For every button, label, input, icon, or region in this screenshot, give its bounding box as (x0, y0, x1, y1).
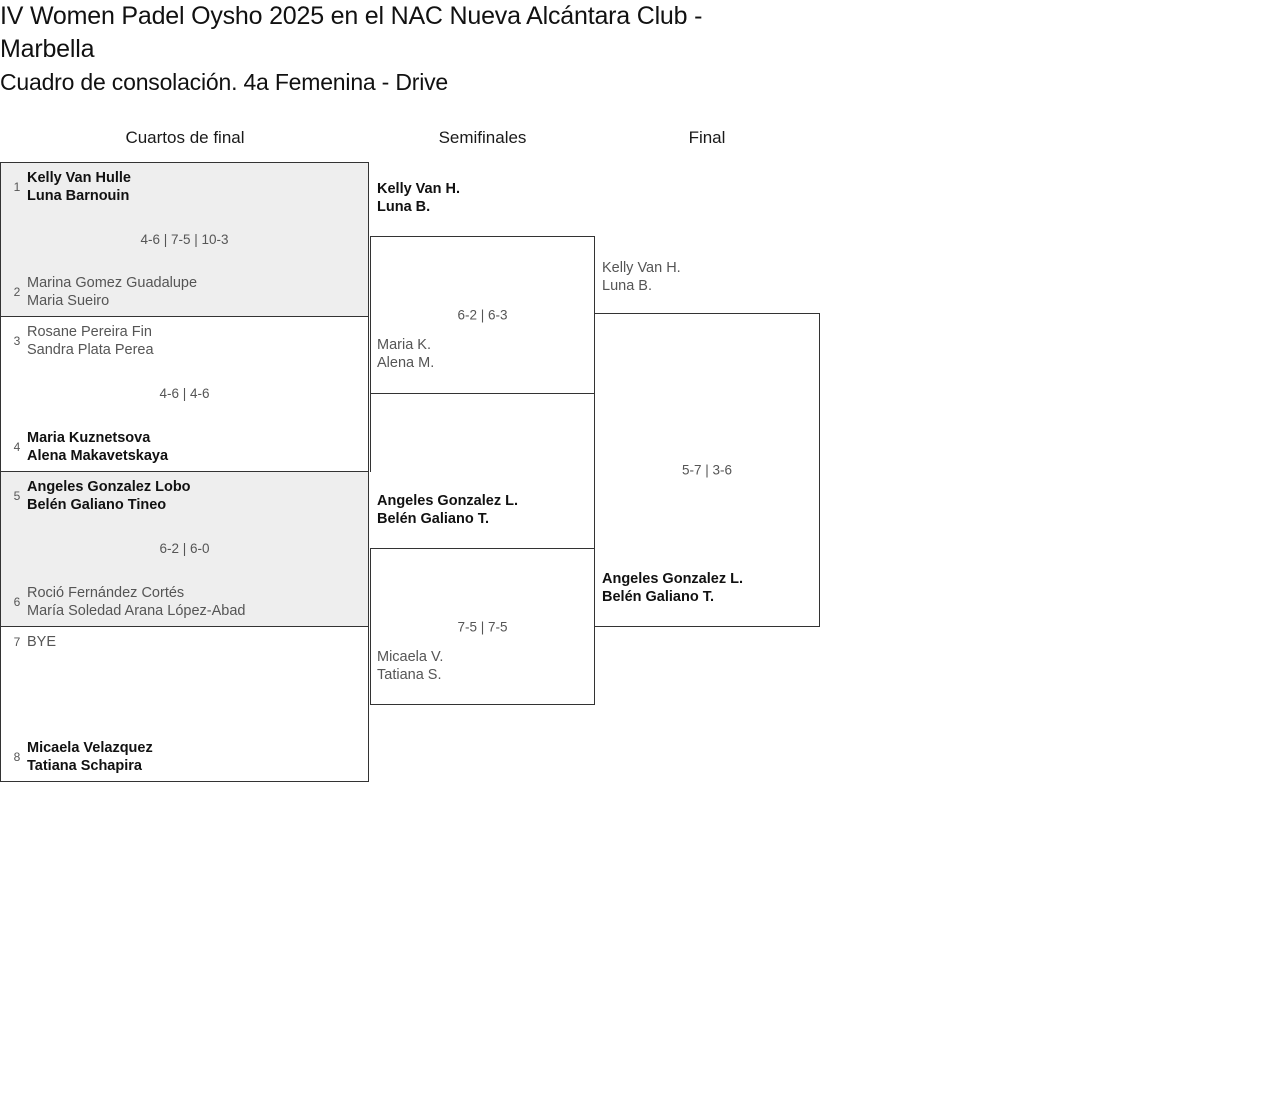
semifinal-2-team-top[interactable]: Angeles Gonzalez L. Belén Galiano T. (377, 492, 592, 528)
player-name-1: Angeles Gonzalez Lobo (27, 479, 191, 495)
team-names: Marina Gomez Guadalupe Maria Sueiro (27, 274, 197, 310)
round-header-semifinals: Semifinales (438, 128, 527, 147)
player-name-2: Luna B. (377, 199, 431, 215)
player-name-1: Kelly Van H. (602, 260, 681, 276)
tournament-bracket: 1 Kelly Van Hulle Luna Barnouin 4-6 | 7-… (0, 0, 840, 800)
player-name-1: Angeles Gonzalez L. (602, 571, 743, 587)
team-names: Maria Kuznetsova Alena Makavetskaya (27, 429, 168, 465)
team-names: Kelly Van Hulle Luna Barnouin (27, 169, 131, 205)
seed-number: 5 (13, 489, 21, 503)
final-team-bottom[interactable]: Angeles Gonzalez L. Belén Galiano T. (602, 570, 817, 606)
match-team-bottom[interactable]: 4 Maria Kuznetsova Alena Makavetskaya (7, 429, 362, 465)
semifinal-1-team-bottom[interactable]: Maria K. Alena M. (377, 336, 592, 372)
seed-number: 8 (13, 750, 21, 764)
player-name-2: Alena Makavetskaya (27, 448, 169, 464)
match-team-top[interactable]: 5 Angeles Gonzalez Lobo Belén Galiano Ti… (7, 478, 362, 514)
match-score: 4-6 | 4-6 (159, 386, 210, 401)
player-name-2: Maria Sueiro (27, 293, 110, 309)
player-name-2: Belén Galiano T. (602, 589, 714, 605)
team-names: BYE (27, 633, 56, 651)
round-header-final: Final (688, 128, 726, 147)
semifinal-1-team-top[interactable]: Kelly Van H. Luna B. (377, 180, 592, 216)
player-name-1: Roció Fernández Cortés (27, 585, 185, 601)
semifinal-2-team-bottom[interactable]: Micaela V. Tatiana S. (377, 648, 592, 684)
team-names: Micaela Velazquez Tatiana Schapira (27, 739, 153, 775)
player-name-1: Micaela Velazquez (27, 740, 153, 756)
player-name-2: María Soledad Arana López-Abad (27, 603, 246, 619)
round-header-quarterfinals: Cuartos de final (125, 128, 245, 147)
player-name-2: Belén Galiano Tineo (27, 497, 167, 513)
player-name-2: Belén Galiano T. (377, 511, 489, 527)
match-team-top[interactable]: 7 BYE (7, 633, 362, 651)
match-team-top[interactable]: 1 Kelly Van Hulle Luna Barnouin (7, 169, 362, 205)
player-name-2: Tatiana S. (377, 667, 442, 683)
tournament-title-line-2: Marbella (0, 35, 95, 63)
player-name-1: Maria K. (377, 337, 431, 353)
tournament-title-line-1: IV Women Padel Oysho 2025 en el NAC Nuev… (0, 2, 703, 30)
player-name-2: Luna B. (602, 278, 652, 294)
player-name-1: Micaela V. (377, 649, 444, 665)
tournament-header: IV Women Padel Oysho 2025 en el NAC Nuev… (0, 0, 840, 98)
team-names: Roció Fernández Cortés María Soledad Ara… (27, 584, 245, 620)
match-team-top[interactable]: 3 Rosane Pereira Fin Sandra Plata Perea (7, 323, 362, 359)
seed-number: 4 (13, 440, 21, 454)
match-block-quarterfinal-3[interactable]: 5 Angeles Gonzalez Lobo Belén Galiano Ti… (0, 472, 369, 627)
match-team-bottom[interactable]: 8 Micaela Velazquez Tatiana Schapira (7, 739, 362, 775)
player-name-1: Rosane Pereira Fin (27, 324, 152, 340)
seed-number: 2 (13, 285, 21, 299)
match-score: 7-5 | 7-5 (457, 619, 508, 634)
match-block-quarterfinal-4[interactable]: 7 BYE 8 Micaela Velazquez Tatiana Schapi… (0, 627, 369, 782)
match-team-bottom[interactable]: 2 Marina Gomez Guadalupe Maria Sueiro (7, 274, 362, 310)
match-team-bottom[interactable]: 6 Roció Fernández Cortés María Soledad A… (7, 584, 362, 620)
seed-number: 3 (13, 334, 21, 348)
player-name-1: Marina Gomez Guadalupe (27, 275, 198, 291)
match-score: 6-2 | 6-3 (457, 307, 508, 323)
seed-number: 6 (13, 595, 21, 609)
player-name-1: BYE (27, 634, 57, 650)
bracket-connector-final (594, 627, 595, 705)
player-name-2: Tatiana Schapira (27, 758, 142, 774)
player-name-2: Sandra Plata Perea (27, 342, 154, 358)
match-block-final[interactable]: 5-7 | 3-6 (594, 313, 820, 627)
final-team-top[interactable]: Kelly Van H. Luna B. (602, 259, 817, 295)
match-block-quarterfinal-1[interactable]: 1 Kelly Van Hulle Luna Barnouin 4-6 | 7-… (0, 162, 369, 317)
player-name-1: Maria Kuznetsova (27, 430, 151, 446)
match-score: 6-2 | 6-0 (159, 541, 210, 556)
player-name-2: Luna Barnouin (27, 188, 130, 204)
player-name-2: Alena M. (377, 355, 435, 371)
match-score: 5-7 | 3-6 (681, 462, 733, 478)
bracket-connector-semifinal-1 (370, 394, 371, 472)
team-names: Rosane Pereira Fin Sandra Plata Perea (27, 323, 154, 359)
match-score: 4-6 | 7-5 | 10-3 (140, 232, 229, 247)
player-name-1: Kelly Van H. (377, 181, 461, 197)
tournament-subtitle: Cuadro de consolación. 4a Femenina - Dri… (0, 69, 449, 95)
seed-number: 7 (13, 635, 21, 649)
seed-number: 1 (13, 180, 21, 194)
player-name-1: Angeles Gonzalez L. (377, 493, 518, 509)
player-name-1: Kelly Van Hulle (27, 170, 131, 186)
team-names: Angeles Gonzalez Lobo Belén Galiano Tine… (27, 478, 191, 514)
match-block-quarterfinal-2[interactable]: 3 Rosane Pereira Fin Sandra Plata Perea … (0, 317, 369, 472)
